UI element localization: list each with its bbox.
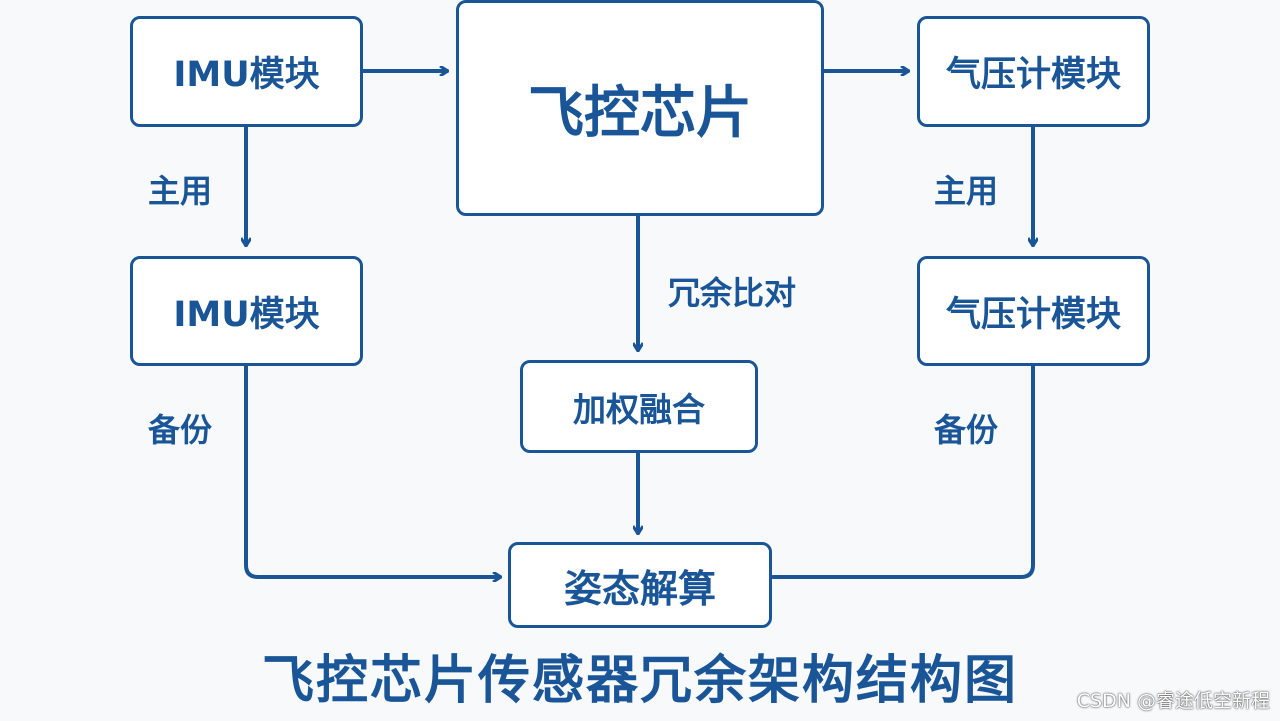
right-primary-label: 主用: [934, 172, 999, 210]
redundancy-compare-label: 冗余比对: [668, 274, 797, 312]
left-primary-label: 主用: [148, 172, 213, 210]
imu-backup-box: IMU模块: [130, 256, 363, 366]
watermark: CSDN @睿途低空新程: [1076, 690, 1270, 712]
baro-backup-label: 气压计模块: [945, 294, 1121, 335]
right-backup-label: 备份: [934, 411, 999, 449]
imu-primary-box: IMU模块: [130, 16, 363, 127]
arrow-imu-backup-to-attitude: [244, 364, 502, 577]
weighted-fusion-box: 加权融合: [520, 360, 758, 453]
baro-backup-box: 气压计模块: [917, 256, 1150, 366]
diagram-title: 飞控芯片传感器冗余架构结构图: [261, 651, 1018, 711]
line-baro-backup-to-attitude: [771, 364, 1035, 579]
left-backup-label: 备份: [148, 411, 213, 449]
baro-primary-label: 气压计模块: [945, 55, 1121, 95]
baro-primary-box: 气压计模块: [917, 16, 1150, 127]
imu-backup-label: IMU模块: [173, 294, 320, 335]
fc-chip-box: 飞控芯片: [456, 0, 824, 216]
attitude-solve-box: 姿态解算: [508, 542, 772, 628]
fc-chip-label: 飞控芯片: [528, 80, 752, 146]
imu-primary-label: IMU模块: [173, 55, 320, 95]
attitude-solve-label: 姿态解算: [563, 566, 716, 611]
weighted-fusion-label: 加权融合: [573, 389, 705, 429]
